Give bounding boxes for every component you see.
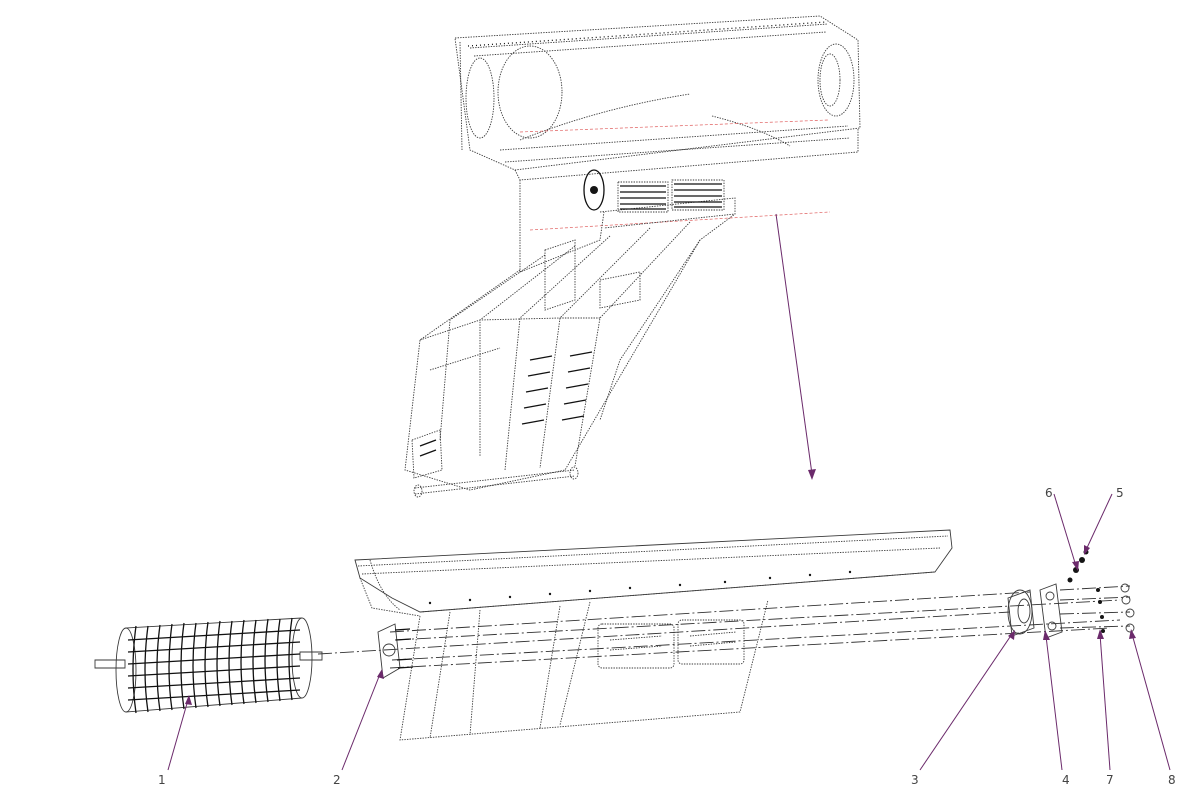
bolts-and-nuts [1096, 583, 1135, 633]
drum-window-grille [620, 183, 722, 210]
callout-leaders [167, 493, 1171, 771]
bearing-flange [1007, 589, 1035, 637]
leader-8 [1131, 633, 1171, 771]
rotor-ring-pattern [127, 617, 301, 714]
explode-arrow [775, 213, 816, 480]
rotor-drum [94, 617, 323, 714]
bracket [1039, 583, 1063, 639]
callout-labels: 1 2 3 4 5 6 7 8 [158, 486, 1176, 787]
callout-4: 4 [1062, 773, 1070, 787]
callout-2: 2 [333, 773, 341, 787]
leader-6 [1053, 493, 1077, 567]
callout-1: 1 [158, 773, 166, 787]
leader-5 [1085, 493, 1113, 551]
assembly-axis-lines [317, 585, 1131, 669]
callout-5: 5 [1116, 486, 1124, 500]
callout-6: 6 [1045, 486, 1053, 500]
upper-assembly [404, 15, 861, 498]
callout-8: 8 [1168, 773, 1176, 787]
lower-housing [354, 529, 953, 741]
end-plate [377, 623, 414, 679]
callout-7: 7 [1106, 773, 1114, 787]
leader-1 [167, 699, 189, 771]
leader-7 [1099, 633, 1111, 771]
leader-3 [919, 633, 1013, 771]
leader-2 [341, 673, 381, 771]
callout-3: 3 [911, 773, 919, 787]
leader-4 [1045, 635, 1063, 771]
